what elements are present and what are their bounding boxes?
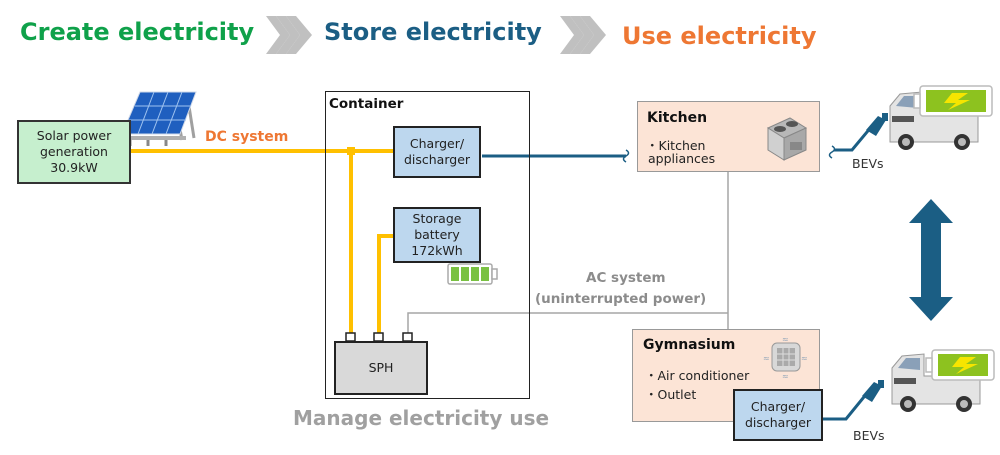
dc-line-battery-to-sph	[377, 234, 395, 334]
ac-system-label: AC system	[586, 270, 666, 286]
storage-battery-box: Storage battery 172kWh	[393, 207, 481, 263]
container-charger-discharger: Charger/ discharger	[393, 126, 481, 178]
bevs-label-top: BEVs	[852, 156, 884, 171]
charger-line-2: discharger	[744, 415, 812, 430]
gymnasium-title: Gymnasium	[643, 337, 736, 353]
solar-line-1: Solar power	[36, 128, 112, 143]
ac-line-sph	[407, 312, 728, 334]
solar-panel-icon	[121, 91, 197, 146]
bev-cable-bottom	[823, 391, 870, 421]
air-conditioner-icon: ≈ ≈ ≈ ≈	[763, 335, 808, 380]
gymnasium-item: ・Outlet	[645, 387, 697, 402]
gymnasium-item: ・Air conditioner	[645, 368, 750, 383]
charger-line-1: Charger/	[409, 136, 465, 151]
kitchen-title: Kitchen	[647, 110, 708, 126]
plug-end-icon	[828, 145, 836, 159]
solar-line-2: generation	[40, 144, 108, 159]
double-arrow-icon	[909, 199, 953, 321]
kitchen-item: ・Kitchen	[646, 138, 706, 153]
battery-level-icon	[447, 263, 498, 285]
svg-text:≈: ≈	[782, 372, 789, 380]
kitchen-box: Kitchen ・Kitchen appliances	[637, 101, 820, 172]
sph-label: SPH	[368, 360, 394, 375]
charger-line-1: Charger/	[750, 399, 806, 414]
manage-electricity-label: Manage electricity use	[293, 406, 550, 430]
container-title: Container	[329, 96, 404, 112]
chevron-arrows-icon	[266, 16, 312, 54]
dc-system-label: DC system	[205, 129, 289, 145]
bev-van-icon-top	[889, 85, 993, 150]
battery-capacity: 172kWh	[411, 243, 463, 258]
charging-gun-icon	[866, 116, 886, 136]
svg-text:≈: ≈	[801, 354, 808, 363]
ac-system-sublabel: (uninterrupted power)	[535, 291, 707, 307]
chevron-arrows-icon	[560, 16, 606, 54]
solar-capacity: 30.9kW	[50, 160, 98, 175]
step-store-electricity: Store electricity	[324, 18, 542, 46]
svg-text:≈: ≈	[763, 354, 770, 363]
bev-cable-top	[834, 125, 874, 152]
step-create-electricity: Create electricity	[20, 18, 255, 46]
sph-box: SPH	[334, 341, 428, 395]
bevs-label-bottom: BEVs	[853, 428, 885, 443]
svg-text:≈: ≈	[782, 335, 789, 344]
kitchen-item: appliances	[648, 151, 716, 166]
battery-line-2: battery	[414, 227, 460, 242]
plug-end-icon	[622, 149, 630, 163]
container-box: Container	[325, 91, 530, 399]
charging-gun-icon	[862, 382, 882, 402]
step-use-electricity: Use electricity	[622, 22, 817, 50]
solar-power-generation-box: Solar power generation 30.9kW	[17, 120, 131, 184]
battery-line-1: Storage	[412, 211, 462, 226]
gymnasium-charger-discharger: Charger/ discharger	[733, 389, 823, 441]
bev-van-icon-bottom	[891, 349, 995, 412]
charger-line-2: discharger	[403, 152, 471, 167]
kitchen-stove-icon	[766, 117, 808, 161]
